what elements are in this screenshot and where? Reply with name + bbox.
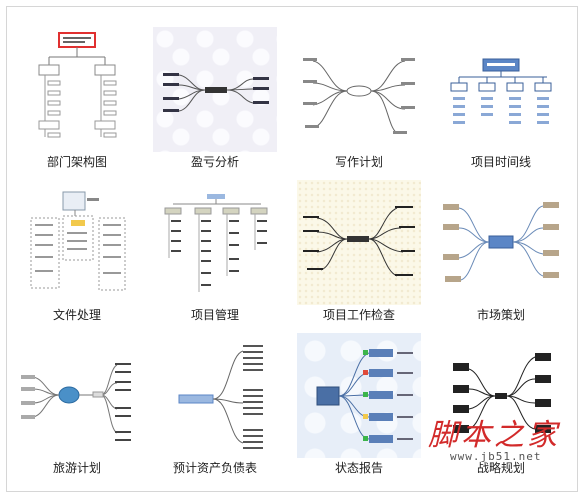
org-chart-thumbnail[interactable] (15, 27, 139, 152)
project-work-check-thumbnail[interactable] (297, 180, 421, 305)
template-label[interactable]: 文件处理 (52, 308, 101, 322)
template-label[interactable]: 项目工作检查 (322, 308, 395, 322)
site-watermark: 脚本之家 www.jb51.net (428, 410, 578, 470)
marketing-plan-thumbnail[interactable] (439, 180, 563, 305)
template-label[interactable]: 状态报告 (334, 461, 383, 475)
watermark-url: www.jb51.net (450, 450, 542, 463)
strategic-planning-thumbnail[interactable] (439, 333, 563, 458)
template-label[interactable]: 项目管理 (190, 308, 239, 322)
template-gallery: 部门架构图 盈亏分析 (6, 6, 578, 492)
watermark-logo-text: 脚本之家 (428, 418, 560, 453)
template-label[interactable]: 预计资产负债表 (172, 461, 257, 475)
project-management-thumbnail[interactable] (153, 180, 277, 305)
template-label[interactable]: 战略规划 (476, 461, 525, 475)
status-report-thumbnail[interactable] (297, 333, 421, 458)
template-label[interactable]: 旅游计划 (52, 461, 101, 475)
balance-sheet-thumbnail[interactable] (153, 333, 277, 458)
template-label[interactable]: 写作计划 (334, 155, 383, 169)
writing-plan-thumbnail[interactable] (297, 27, 421, 152)
project-timeline-thumbnail[interactable] (439, 27, 563, 152)
template-label[interactable]: 项目时间线 (470, 155, 531, 169)
template-label[interactable]: 部门架构图 (46, 155, 107, 169)
profit-loss-thumbnail[interactable] (153, 27, 277, 152)
file-processing-thumbnail[interactable] (15, 180, 139, 305)
template-label[interactable]: 盈亏分析 (190, 155, 239, 169)
template-label[interactable]: 市场策划 (476, 308, 525, 322)
travel-plan-thumbnail[interactable] (15, 333, 139, 458)
